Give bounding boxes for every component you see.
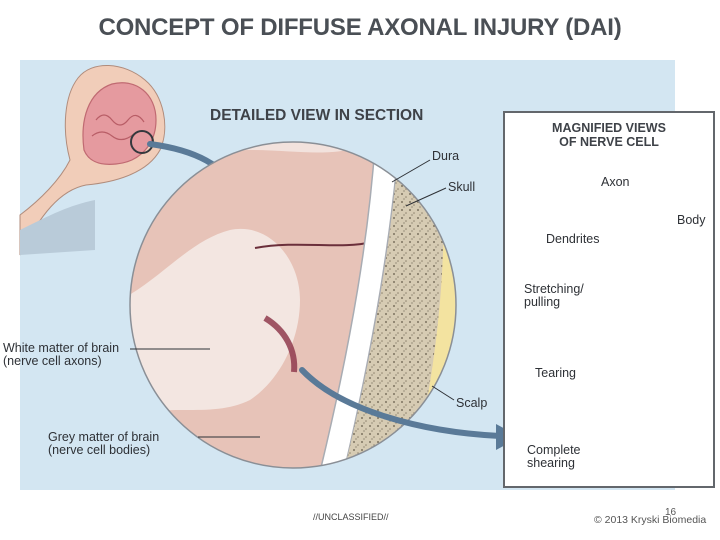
section-circle [130, 142, 456, 468]
body-label: Body [677, 213, 706, 227]
white-matter-label-line2: (nerve cell axons) [3, 354, 102, 368]
section-title: DETAILED VIEW IN SECTION [210, 107, 424, 124]
shearing-label-line2: shearing [527, 456, 575, 470]
page-title: CONCEPT OF DIFFUSE AXONAL INJURY (DAI) [98, 14, 622, 41]
scalp-leader [431, 385, 455, 401]
head-figure [19, 65, 166, 256]
dura-label: Dura [432, 149, 460, 163]
page-number: 16 [665, 507, 677, 518]
shearing-label: Complete shearing [527, 444, 581, 470]
grey-matter-label: Grey matter of brain (nerve cell bodies) [48, 431, 159, 457]
dendrites-label: Dendrites [546, 232, 600, 246]
stretching-label: Stretching/ pulling [524, 283, 584, 309]
shearing-label-line1: Complete [527, 443, 581, 457]
skull-leader [405, 187, 447, 207]
magnified-title: MAGNIFIED VIEWS OF NERVE CELL [505, 121, 713, 149]
white-matter-label-line1: White matter of brain [3, 341, 120, 355]
axon-label: Axon [601, 175, 630, 189]
classification-marking: //UNCLASSIFIED// [313, 512, 389, 522]
white-matter-label: White matter of brain (nerve cell axons) [3, 342, 119, 368]
dura-leader [391, 159, 431, 183]
magnified-title-line2: OF NERVE CELL [559, 135, 659, 149]
stretching-label-line2: pulling [524, 295, 561, 309]
stretching-label-line1: Stretching/ [524, 282, 584, 296]
scalp-label: Scalp [456, 396, 488, 410]
magnified-panel [503, 111, 715, 488]
tearing-label: Tearing [535, 366, 576, 380]
grey-matter-label-line2: (nerve cell bodies) [48, 443, 151, 457]
magnified-title-line1: MAGNIFIED VIEWS [552, 121, 666, 135]
skull-label: Skull [448, 180, 476, 194]
lesion-to-magnified-arrow [299, 367, 503, 439]
grey-matter-label-line1: Grey matter of brain [48, 430, 160, 444]
copyright-credit: © 2013 Kryski Biomedia [594, 514, 707, 526]
